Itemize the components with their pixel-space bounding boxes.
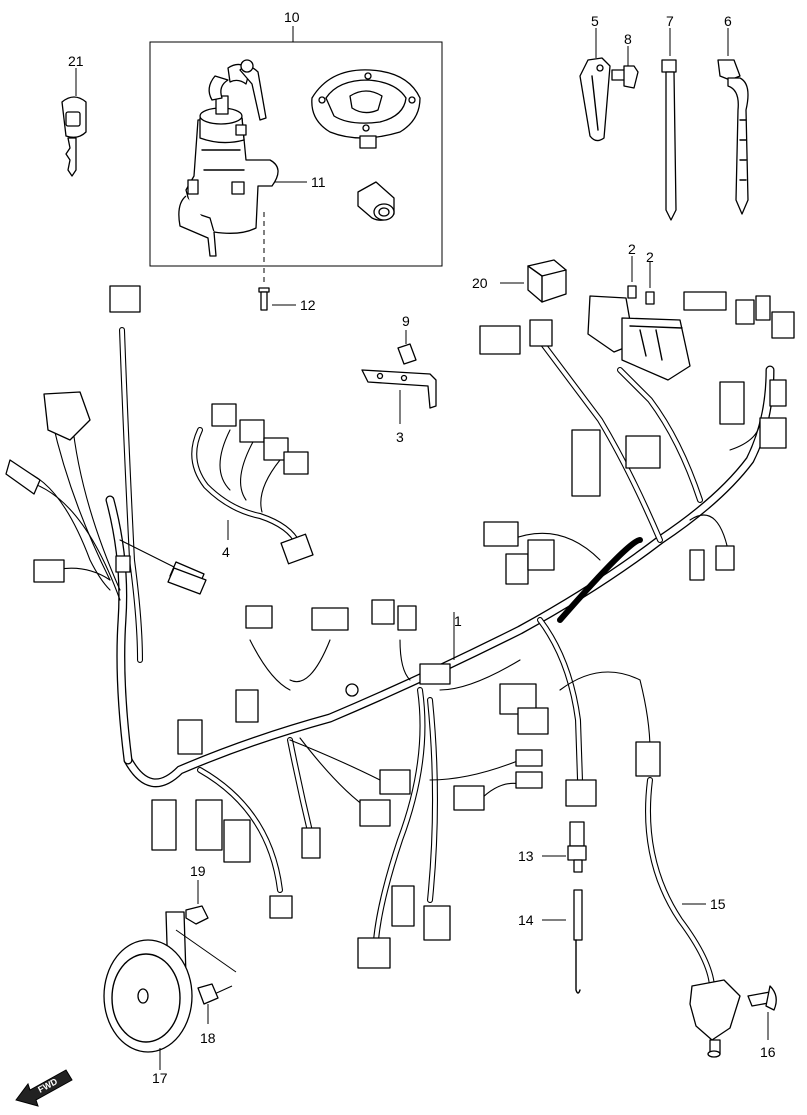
callout-2b: 2 xyxy=(646,249,654,265)
clamp-5 xyxy=(579,28,611,142)
sub-harness-4 xyxy=(191,403,314,565)
callout-20: 20 xyxy=(472,275,488,291)
callout-17: 17 xyxy=(152,1070,168,1086)
callout-10: 10 xyxy=(284,9,300,25)
main-harness-1 xyxy=(5,285,795,969)
bolt-18 xyxy=(197,983,233,1024)
callout-8: 8 xyxy=(624,31,632,47)
ignition-switch xyxy=(178,59,279,257)
cable-tie-6 xyxy=(717,28,749,215)
ignition-set-frame xyxy=(149,41,443,267)
sensor-15 xyxy=(645,777,741,1058)
callout-11: 11 xyxy=(311,174,326,190)
fuse-box xyxy=(587,295,691,381)
callout-19: 19 xyxy=(190,863,206,879)
callout-4: 4 xyxy=(222,544,230,560)
callout-15: 15 xyxy=(710,896,726,912)
fuse-2b xyxy=(645,262,655,305)
nut-19 xyxy=(175,880,237,973)
relay-20 xyxy=(500,259,567,303)
connector-top-left xyxy=(109,285,141,313)
ignition-switch-set-group xyxy=(149,26,443,267)
callout-6: 6 xyxy=(724,13,732,29)
connector-left-a xyxy=(43,391,91,441)
lock-cylinder xyxy=(357,181,395,221)
bolt-16 xyxy=(747,985,777,1040)
callout-18: 18 xyxy=(200,1030,216,1046)
fuse-2a xyxy=(627,256,637,299)
callout-12: 12 xyxy=(300,297,316,313)
callout-7: 7 xyxy=(666,13,674,29)
callout-5: 5 xyxy=(591,13,599,29)
fuel-cap-lock xyxy=(311,69,421,149)
fwd-arrow-icon: FWD xyxy=(15,1069,73,1107)
callout-2a: 2 xyxy=(628,241,636,257)
callout-13: 13 xyxy=(518,848,534,864)
callout-1: 1 xyxy=(454,613,462,629)
spring-14 xyxy=(542,889,583,994)
callout-9: 9 xyxy=(402,313,410,329)
screw-12 xyxy=(258,268,296,311)
cable-tie-7 xyxy=(661,28,677,221)
switch-13 xyxy=(542,821,587,873)
callout-21: 21 xyxy=(68,53,84,69)
callout-14: 14 xyxy=(518,912,534,928)
key-21 xyxy=(61,68,87,177)
bolt-8 xyxy=(611,46,639,89)
bracket-3 xyxy=(361,330,437,424)
callout-3: 3 xyxy=(396,429,404,445)
callout-16: 16 xyxy=(760,1044,776,1060)
horn-17 xyxy=(103,911,193,1070)
